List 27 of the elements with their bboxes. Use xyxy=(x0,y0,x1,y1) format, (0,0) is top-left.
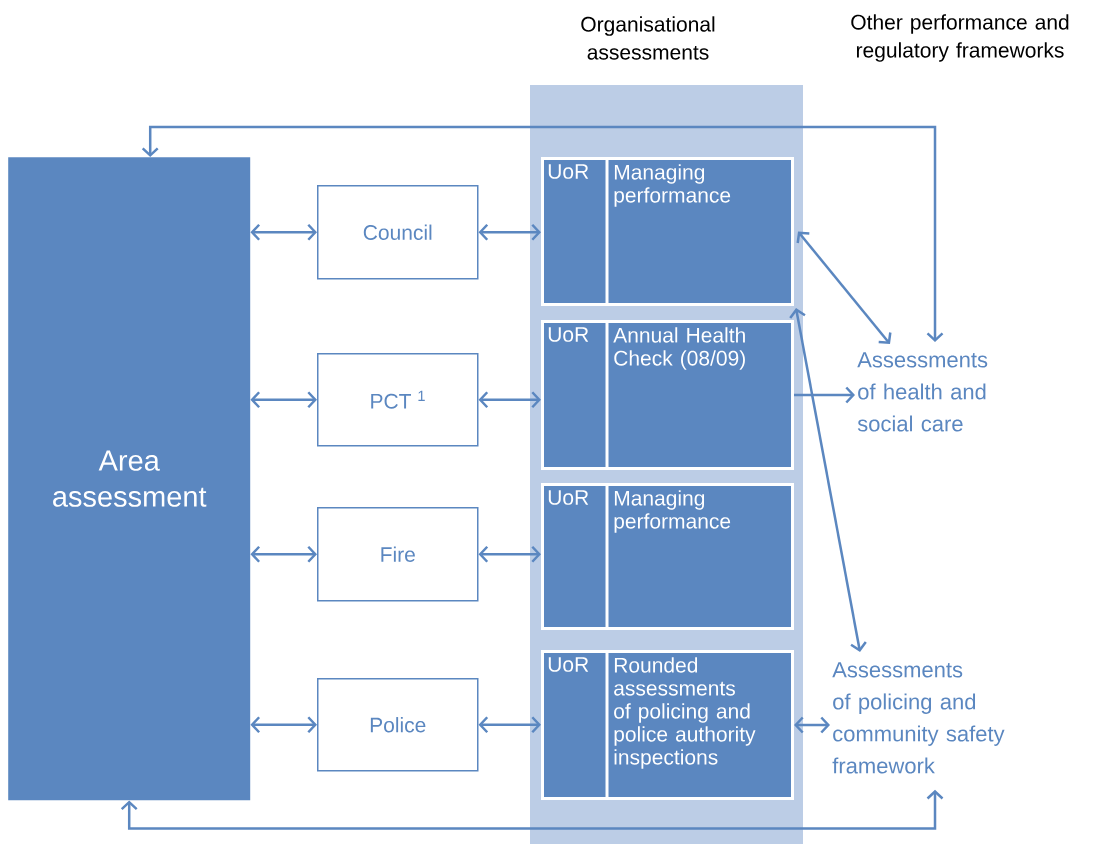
process-box: PCT $^{1}$ xyxy=(317,353,479,447)
arrow xyxy=(250,716,317,734)
arrow xyxy=(478,716,541,734)
framework-text: Assessments of policing and community safety framework xyxy=(832,662,1005,774)
process-box: Fire xyxy=(317,507,479,602)
arrow xyxy=(478,545,541,563)
arrow xyxy=(250,391,317,409)
arrow xyxy=(794,716,830,734)
framework-text: Assessments of health and social care xyxy=(857,352,988,432)
arrow xyxy=(789,308,867,652)
assessment-box: UoR Annual Health Check (08/09) xyxy=(541,320,794,470)
arrow xyxy=(796,231,892,344)
column-heading: Organisational assessments xyxy=(581,16,715,60)
arrow xyxy=(478,391,541,409)
assessment-box: UoR Managing performance xyxy=(541,157,794,306)
assessment-box: UoR Rounded assessments of policing and police authority inspections xyxy=(541,650,794,800)
arrow xyxy=(478,223,541,241)
process-box: Police xyxy=(317,678,479,772)
arrow xyxy=(141,125,944,342)
arrow xyxy=(250,223,317,241)
arrow xyxy=(250,545,317,563)
column-heading: Other performance and regulatory frameworks xyxy=(851,14,1069,62)
arrow xyxy=(120,789,944,830)
process-box: Council xyxy=(317,185,479,280)
arrow xyxy=(794,386,855,404)
area-box: Area assessment xyxy=(8,157,251,801)
assessment-box: UoR Managing performance xyxy=(541,483,794,630)
